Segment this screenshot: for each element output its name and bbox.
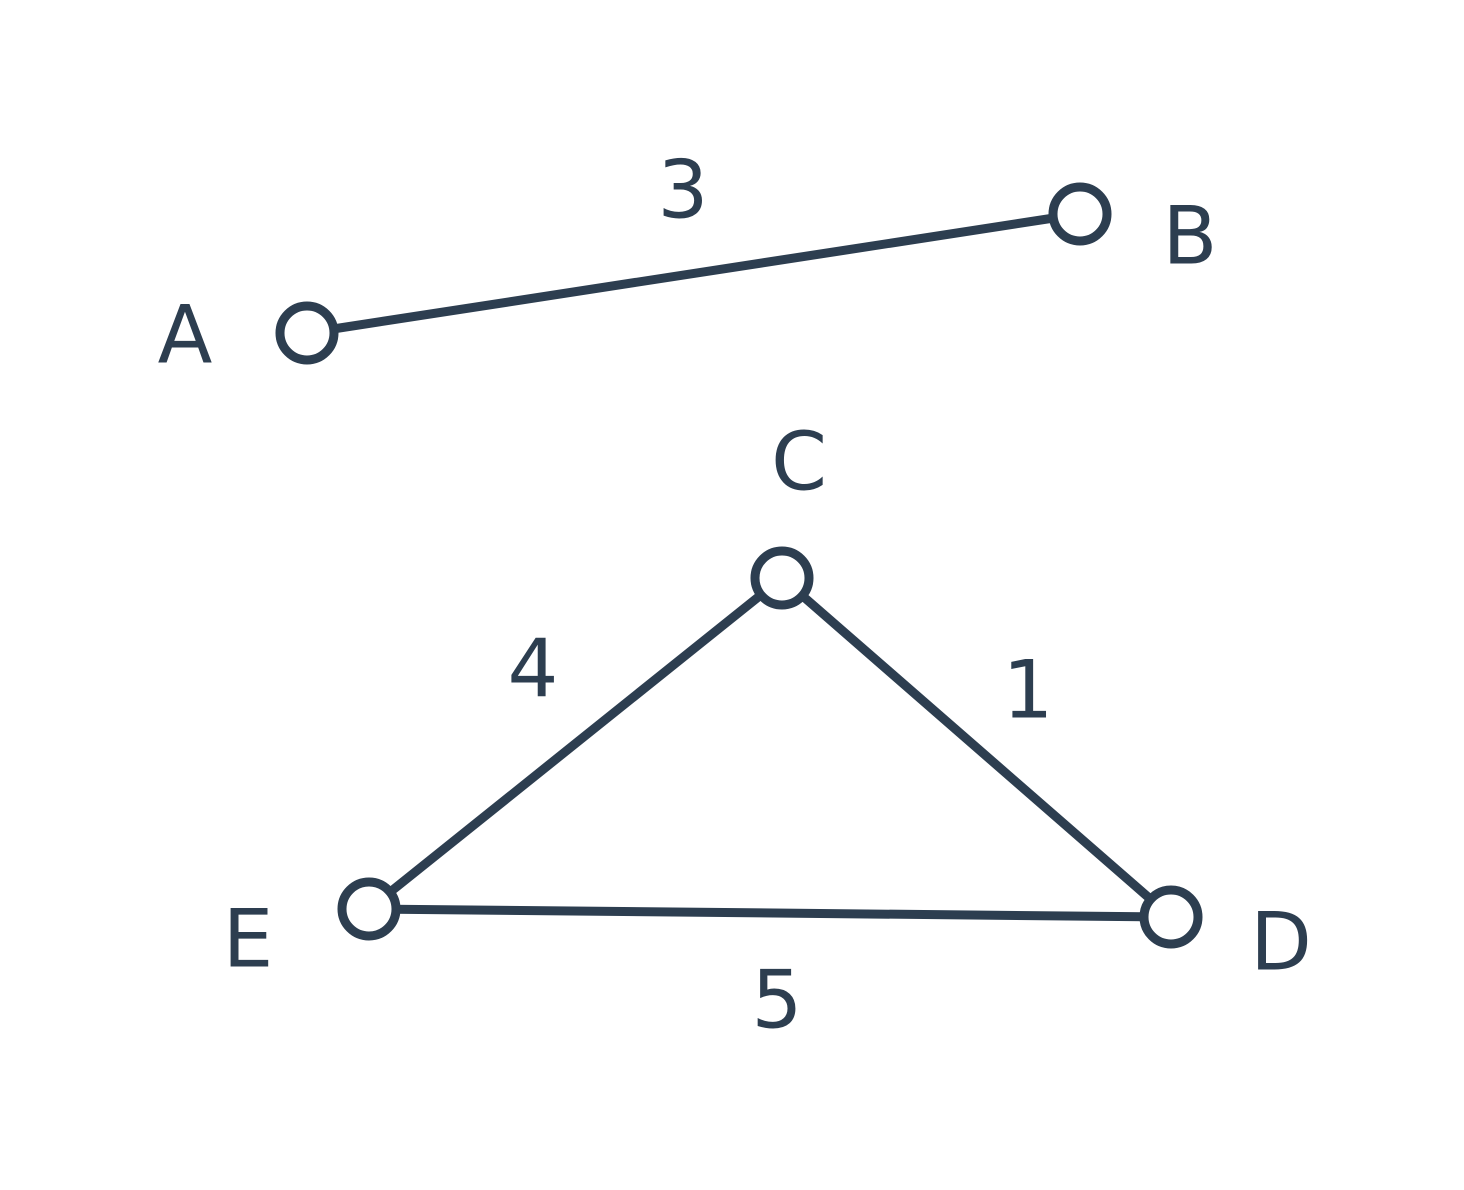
edge-weight-a-b: 3 xyxy=(658,144,709,237)
edge-c-e xyxy=(364,573,787,914)
node-d xyxy=(1139,885,1203,949)
edge-weight-c-d: 1 xyxy=(1003,644,1054,737)
node-label-e: E xyxy=(223,893,274,986)
node-label-b: B xyxy=(1163,190,1218,283)
edge-weight-e-d: 5 xyxy=(752,954,803,1047)
node-label-a: A xyxy=(158,289,213,382)
node-a xyxy=(275,301,339,365)
labels-layer: 3 4 1 5 A B C D E xyxy=(158,144,1312,1047)
edges-layer xyxy=(302,209,1176,922)
node-c xyxy=(750,546,814,610)
edge-e-d xyxy=(364,904,1176,922)
node-label-d: D xyxy=(1250,896,1312,989)
node-label-c: C xyxy=(771,416,827,509)
edge-c-d xyxy=(777,573,1176,922)
nodes-layer xyxy=(275,182,1203,949)
edge-weight-c-e: 4 xyxy=(508,623,559,716)
edge-a-b xyxy=(302,209,1085,338)
node-b xyxy=(1048,182,1112,246)
node-e xyxy=(337,877,401,941)
